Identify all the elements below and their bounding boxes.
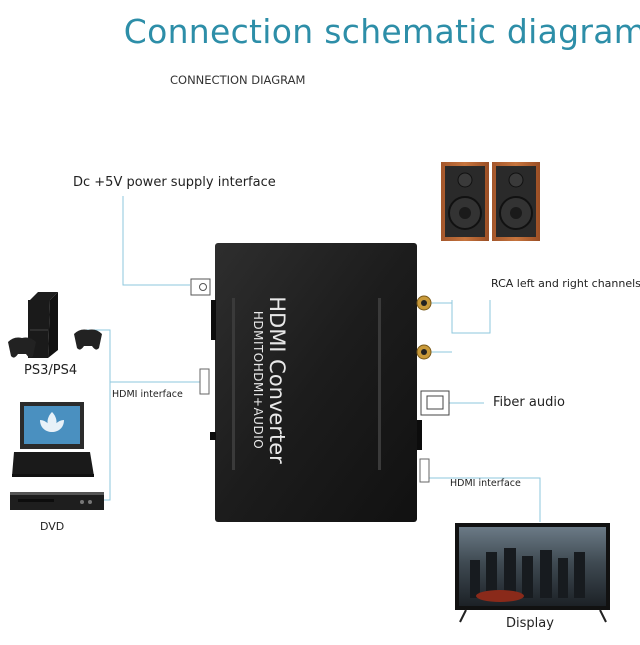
- hdmi-input-label: HDMI interface: [112, 389, 183, 400]
- power-port-hole: [199, 283, 207, 291]
- power-port: [190, 278, 211, 296]
- laptop-icon: [12, 402, 94, 477]
- rca-wire: [451, 300, 491, 334]
- rca-channels-label: RCA left and right channels: [491, 277, 640, 290]
- dvd-player-icon: [10, 492, 104, 510]
- converter-name: HDMI Converter: [265, 296, 289, 464]
- fiber-audio-label: Fiber audio: [493, 395, 565, 410]
- power-supply-label: Dc +5V power supply interface: [73, 175, 276, 190]
- display-icon: [455, 523, 610, 623]
- hdmi-converter-box: [210, 243, 422, 522]
- converter-label: HDMI Converter HDMITOHDMI+AUDIO: [251, 296, 289, 464]
- converter-model: HDMITOHDMI+AUDIO: [251, 310, 265, 450]
- playstation-icon: [8, 292, 102, 358]
- hdmi-out-wire: [428, 477, 541, 522]
- hdmi-output-label: HDMI interface: [450, 478, 521, 489]
- diagram-title: Connection schematic diagram: [123, 12, 640, 51]
- display-label: Display: [506, 616, 554, 631]
- diagram-subtitle: CONNECTION DIAGRAM: [170, 73, 306, 87]
- hdmi-out-port: [419, 458, 430, 483]
- dvd-label: DVD: [40, 520, 65, 533]
- speakers-icon: [441, 162, 540, 241]
- power-wire: [122, 196, 190, 286]
- rca-jacks: [416, 295, 432, 360]
- ps-label: PS3/PS4: [24, 363, 78, 378]
- hdmi-in-port: [199, 368, 210, 395]
